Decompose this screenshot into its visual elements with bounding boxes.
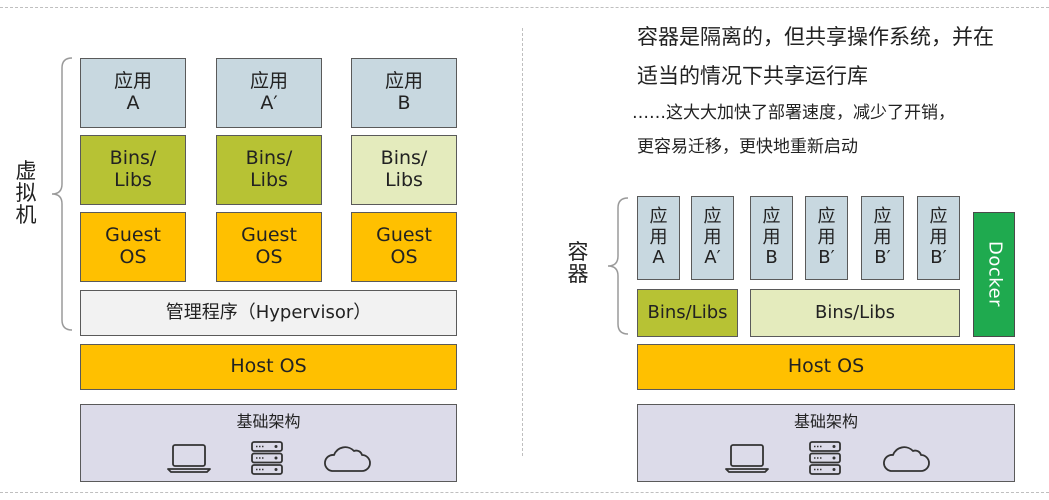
container-app-b-prime-1-name: 应 用 bbox=[817, 205, 836, 248]
docker-engine: Docker bbox=[973, 212, 1015, 337]
container-label-text: 容器 bbox=[567, 240, 589, 287]
container-bins-libs-a: Bins/Libs bbox=[637, 289, 738, 337]
vm-guest-os-2: Guest OS bbox=[216, 212, 322, 282]
vm-bins-libs-3: Bins/ Libs bbox=[351, 135, 457, 205]
vm-label-text: 虚拟机 bbox=[15, 159, 37, 228]
container-app-b-prime-2: 应 用 B′ bbox=[861, 196, 904, 280]
note-line-1-text: 容器是隔离的，但共享操作系统，并在 bbox=[637, 25, 994, 49]
container-app-a-name: 应 用 bbox=[649, 205, 668, 248]
container-app-b-name: 应 用 bbox=[762, 205, 781, 248]
docker-engine-text: Docker bbox=[984, 241, 1006, 308]
note-line-3: ……这大大加快了部署速度，减少了开销， bbox=[632, 98, 1032, 123]
vm-guest-os-3-text: Guest OS bbox=[376, 224, 432, 268]
container-app-b: 应 用 B bbox=[750, 196, 793, 280]
vm-guest-os-2-text: Guest OS bbox=[241, 224, 297, 268]
container-app-b-prime-3-name: 应 用 bbox=[929, 205, 948, 248]
vm-bracket bbox=[51, 57, 73, 331]
note-line-2: 适当的情况下共享运行库 bbox=[637, 60, 1037, 90]
container-host-os: Host OS bbox=[637, 344, 1015, 390]
container-host-os-text: Host OS bbox=[787, 355, 865, 378]
container-app-b-prime-3-id: B′ bbox=[930, 247, 947, 269]
container-app-b-id: B bbox=[765, 247, 778, 269]
bottom-dashed-border bbox=[0, 492, 1049, 493]
note-line-1: 容器是隔离的，但共享操作系统，并在 bbox=[637, 21, 1037, 51]
container-app-b-prime-1: 应 用 B′ bbox=[805, 196, 848, 280]
vm-bins-libs-1-text: Bins/ Libs bbox=[109, 147, 157, 191]
vm-app-a: 应用 A bbox=[80, 58, 186, 128]
container-app-b-prime-3: 应 用 B′ bbox=[917, 196, 960, 280]
vm-app-a-id: A bbox=[126, 92, 140, 114]
cloud-icon bbox=[883, 446, 930, 472]
vm-app-b-name: 应用 bbox=[384, 70, 423, 93]
container-app-a-prime-id: A′ bbox=[704, 247, 721, 269]
top-dashed-border bbox=[0, 7, 1049, 8]
vm-hypervisor: 管理程序（Hypervisor） bbox=[80, 290, 457, 336]
container-bins-libs-b-text: Bins/Libs bbox=[814, 301, 896, 323]
note-line-3-text: ……这大大加快了部署速度，减少了开销， bbox=[632, 103, 955, 123]
container-bracket bbox=[607, 197, 629, 335]
container-bins-libs-b: Bins/Libs bbox=[750, 289, 960, 337]
container-app-a-prime: 应 用 A′ bbox=[691, 196, 734, 280]
vm-host-os-text: Host OS bbox=[230, 355, 307, 378]
cloud-icon bbox=[324, 446, 371, 472]
vm-app-a-name: 应用 bbox=[113, 70, 152, 93]
vm-hypervisor-text: 管理程序（Hypervisor） bbox=[165, 301, 372, 323]
server-icon bbox=[251, 441, 283, 475]
container-infrastructure: 基础架构 bbox=[637, 404, 1015, 482]
container-app-a-id: A bbox=[652, 247, 665, 269]
container-label: 容器 bbox=[567, 241, 593, 285]
vm-app-a-prime-id: A′ bbox=[260, 92, 278, 114]
note-line-4-text: 更容易迁移，更快地重新启动 bbox=[637, 137, 858, 157]
vm-label: 虚拟机 bbox=[15, 160, 41, 226]
laptop-icon bbox=[725, 444, 769, 473]
vm-guest-os-1: Guest OS bbox=[80, 212, 186, 282]
vm-bins-libs-2-text: Bins/ Libs bbox=[245, 147, 293, 191]
vm-guest-os-1-text: Guest OS bbox=[105, 224, 161, 268]
container-app-b-prime-2-name: 应 用 bbox=[873, 205, 892, 248]
vm-app-b: 应用 B bbox=[351, 58, 457, 128]
vm-guest-os-3: Guest OS bbox=[351, 212, 457, 282]
container-app-a: 应 用 A bbox=[637, 196, 680, 280]
vm-host-os: Host OS bbox=[80, 344, 457, 390]
container-app-b-prime-2-id: B′ bbox=[874, 247, 891, 269]
container-app-a-prime-name: 应 用 bbox=[703, 205, 722, 248]
note-line-2-text: 适当的情况下共享运行库 bbox=[637, 64, 868, 88]
laptop-icon bbox=[167, 444, 211, 473]
vm-infrastructure-text: 基础架构 bbox=[236, 412, 301, 431]
vm-bins-libs-3-text: Bins/ Libs bbox=[380, 147, 428, 191]
vm-bins-libs-1: Bins/ Libs bbox=[80, 135, 186, 205]
center-divider bbox=[522, 28, 523, 456]
server-icon bbox=[809, 441, 841, 475]
vm-bins-libs-2: Bins/ Libs bbox=[216, 135, 322, 205]
container-bins-libs-a-text: Bins/Libs bbox=[647, 301, 728, 323]
container-infrastructure-text: 基础架构 bbox=[793, 412, 858, 431]
container-app-b-prime-1-id: B′ bbox=[818, 247, 835, 269]
vm-app-a-prime: 应用 A′ bbox=[216, 58, 322, 128]
note-line-4: 更容易迁移，更快地重新启动 bbox=[637, 132, 1037, 157]
vm-app-a-prime-name: 应用 bbox=[249, 70, 288, 93]
vm-app-b-id: B bbox=[397, 92, 411, 114]
vm-infrastructure: 基础架构 bbox=[80, 404, 457, 482]
